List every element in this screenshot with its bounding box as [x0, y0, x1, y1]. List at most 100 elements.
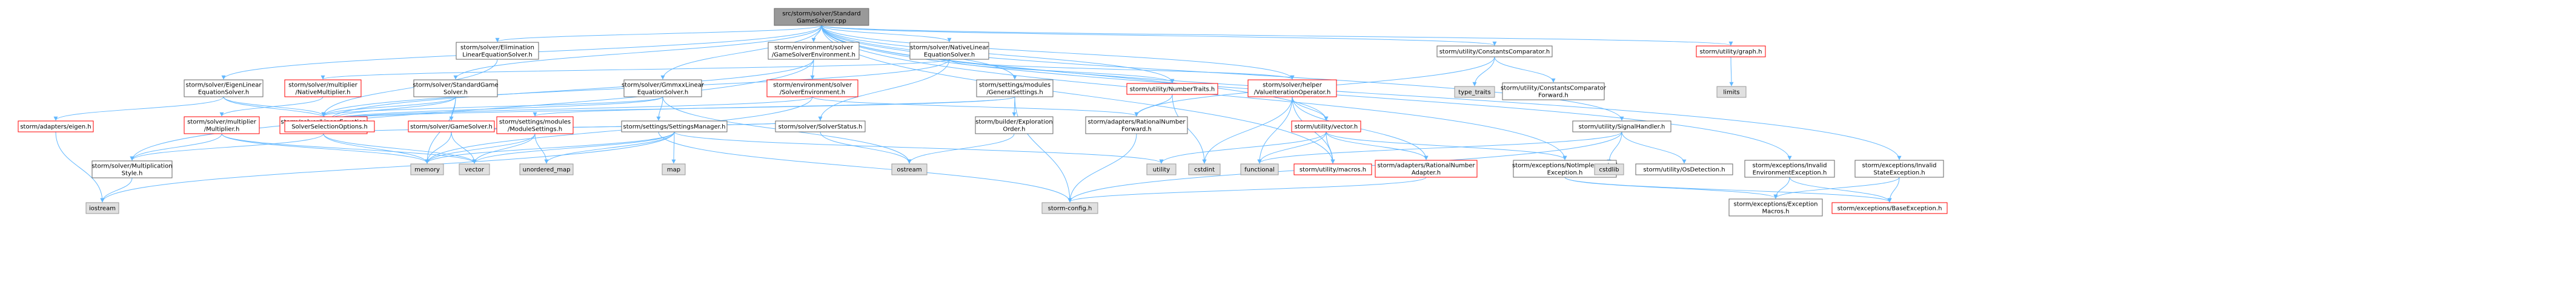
node-iostream[interactable]: iostream: [85, 202, 119, 214]
node-elim[interactable]: storm/solver/EliminationLinearEquationSo…: [456, 42, 539, 60]
node-label: storm/utility/ConstantsComparator: [1501, 85, 1607, 92]
node-limits[interactable]: limits: [1716, 86, 1747, 98]
node-label: storm/adapters/RationalNumber: [1087, 119, 1186, 126]
node-gamesolver[interactable]: storm/solver/GameSolver.h: [408, 120, 495, 132]
edge-settingsmod-to-stormconfig: [1014, 96, 1072, 203]
node-envgame[interactable]: storm/environment/solver/GameSolverEnvir…: [768, 42, 860, 60]
node-nativelin[interactable]: storm/solver/NativeLinearEquationSolver.…: [909, 42, 989, 60]
node-memory[interactable]: memory: [410, 163, 444, 175]
node-solvermult[interactable]: storm/solver/multiplier/NativeMultiplier…: [284, 79, 362, 97]
node-box: [1188, 163, 1221, 175]
node-numtraits[interactable]: storm/utility/NumberTraits.h: [1126, 83, 1218, 95]
node-box: [1293, 163, 1372, 175]
node-envsolver[interactable]: storm/environment/solver/SolverEnvironme…: [766, 79, 858, 97]
node-settingsmgr[interactable]: storm/settings/SettingsManager.h: [621, 120, 728, 132]
node-box: [774, 8, 869, 26]
edge-sighandler-to-functional: [1257, 131, 1622, 164]
node-settingsmod[interactable]: storm/settings/modules/GeneralSettings.h: [976, 79, 1054, 97]
node-osdetect[interactable]: storm/utility/OsDetection.h: [1635, 163, 1733, 175]
node-box: [1085, 116, 1188, 134]
node-label: SolverSelectionOptions.h: [291, 124, 368, 131]
node-label: storm/solver/StandardGame: [413, 82, 498, 89]
edge-gamesolver-to-vec: [451, 131, 477, 164]
node-baseexc[interactable]: storm/exceptions/BaseException.h: [1831, 202, 1948, 214]
node-cstdint[interactable]: cstdint: [1188, 163, 1221, 175]
node-box: [1240, 163, 1279, 175]
edge-gmmxx-to-gmm: [656, 96, 663, 121]
node-macros[interactable]: storm/utility/macros.h: [1293, 163, 1372, 175]
node-label: Forward.h: [1538, 93, 1569, 99]
edge-vector-to-functional: [1257, 131, 1327, 164]
node-map[interactable]: map: [662, 163, 686, 175]
node-box: [891, 163, 928, 175]
node-solversel[interactable]: SolverSelectionOptions.h: [284, 120, 375, 132]
node-box: [1454, 86, 1495, 98]
node-sighandler[interactable]: storm/utility/SignalHandler.h: [1572, 120, 1671, 132]
edge-vector-to-macros: [1326, 131, 1335, 164]
edge-multiplier-to-multstyle: [130, 133, 222, 161]
node-label: EquationSolver.h: [637, 90, 688, 96]
node-box: [1247, 79, 1337, 97]
node-vec[interactable]: vector: [459, 163, 490, 175]
node-invenv[interactable]: storm/exceptions/InvalidEnvironmentExcep…: [1744, 160, 1835, 178]
edge-invenv-to-baseexc: [1789, 177, 1892, 203]
node-ostream[interactable]: ostream: [891, 163, 928, 175]
node-label: storm/adapters/eigen.h: [20, 124, 91, 131]
node-label: type_traits: [1458, 90, 1490, 96]
edge-numtraits-to-cstdint: [1172, 94, 1207, 164]
node-box: [1291, 120, 1361, 132]
node-box: [85, 202, 119, 214]
edge-root-to-elim: [495, 25, 822, 42]
node-typetraits[interactable]: type_traits: [1454, 86, 1495, 98]
node-box: [18, 120, 94, 132]
node-valiter[interactable]: storm/solver/helper/ValueIterationOperat…: [1247, 79, 1337, 97]
node-box: [459, 163, 490, 175]
node-solverstatus[interactable]: storm/solver/SolverStatus.h: [775, 120, 866, 132]
edge-nativelin-to-numtraits: [949, 59, 1175, 83]
node-label: storm/utility/vector.h: [1295, 124, 1358, 131]
node-label: Adapter.h: [1412, 170, 1441, 177]
node-label: EquationSolver.h: [924, 52, 975, 59]
node-box: [184, 116, 260, 134]
node-label: storm/exceptions/Invalid: [1753, 163, 1827, 169]
node-label: Exception.h: [1547, 170, 1583, 177]
edge-sighandler-to-osdetect: [1621, 131, 1687, 164]
node-label: ostream: [897, 167, 921, 174]
node-graph[interactable]: storm/utility/graph.h: [1696, 45, 1766, 57]
node-box: [775, 120, 866, 132]
node-adapterseigen[interactable]: storm/adapters/eigen.h: [18, 120, 94, 132]
node-utility[interactable]: utility: [1146, 163, 1177, 175]
node-box: [909, 42, 989, 60]
node-label: StateException.h: [1873, 170, 1925, 177]
node-box: [1744, 160, 1835, 178]
edge-solverstatus-to-ostream: [820, 131, 912, 164]
edge-nativelin-to-solverstatus: [818, 59, 950, 121]
node-modsettings[interactable]: storm/settings/modules/ModuleSettings.h: [496, 116, 574, 134]
edge-vector-to-ratadapter: [1326, 131, 1429, 160]
node-vector[interactable]: storm/utility/vector.h: [1291, 120, 1361, 132]
edge-root-to-invstate: [821, 25, 1902, 160]
node-constcompfwd[interactable]: storm/utility/ConstantsComparatorForward…: [1501, 82, 1607, 100]
edge-modsettings-to-memory: [425, 133, 536, 164]
node-constcomp[interactable]: storm/utility/ConstantsComparator.h: [1436, 45, 1553, 57]
edge-root-to-stdgame: [453, 25, 822, 80]
edge-multiplier-to-memory: [221, 133, 430, 164]
node-label: storm/solver/Elimination: [460, 45, 534, 51]
edge-gamesolver-to-memory: [425, 131, 452, 164]
node-functional[interactable]: functional: [1240, 163, 1279, 175]
node-umap[interactable]: unordered_map: [519, 163, 574, 175]
node-cstdlib[interactable]: cstdlib: [1594, 163, 1624, 175]
node-label: Macros.h: [1762, 209, 1790, 215]
node-stormconfig[interactable]: storm-config.h: [1041, 202, 1098, 214]
node-multiplier[interactable]: storm/solver/multiplier/Multiplier.h: [184, 116, 260, 134]
